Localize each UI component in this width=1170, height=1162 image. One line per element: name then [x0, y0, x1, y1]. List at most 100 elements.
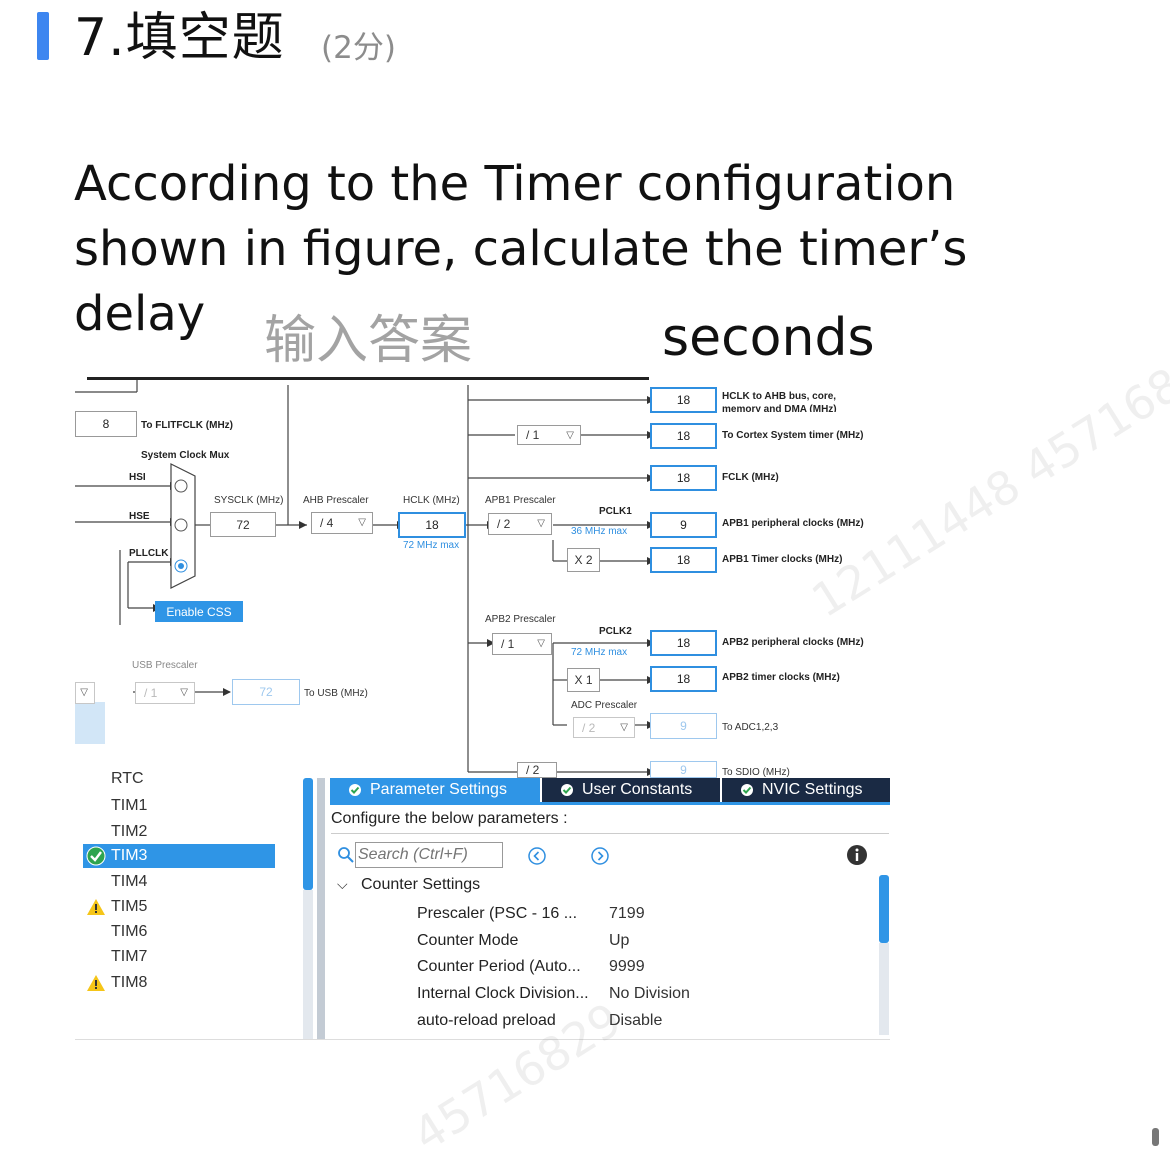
output-cortex-box[interactable]: 18 — [650, 423, 717, 449]
output-sdio-label: To SDIO (MHz) — [722, 767, 790, 778]
apb2-prescaler-select[interactable]: / 1▽ — [492, 633, 552, 655]
flitf-label: To FLITFCLK (MHz) — [141, 420, 234, 431]
tree-scrollbar[interactable] — [303, 778, 313, 890]
output-fclk-box[interactable]: 18 — [650, 465, 717, 491]
usb-out-label: To USB (MHz) — [304, 688, 368, 699]
tab-parameter-settings[interactable]: Parameter Settings — [330, 778, 540, 802]
divider — [331, 833, 889, 834]
hse-label: HSE — [129, 511, 150, 522]
warning-icon — [87, 899, 105, 915]
params-scroll-track — [879, 943, 889, 1035]
output-apb2-timer-box[interactable]: 18 — [650, 666, 717, 692]
param-name: Internal Clock Division... — [417, 985, 589, 1002]
output-cortex-label: To Cortex System timer (MHz) — [722, 430, 864, 441]
tree-item-tim3[interactable]: TIM3 — [111, 847, 148, 864]
output-apb2-peripheral-box[interactable]: 18 — [650, 630, 717, 656]
output-hclk-box[interactable]: 18 — [650, 387, 717, 413]
chevron-down-icon[interactable]: ⌵ — [337, 876, 348, 892]
hclk-label: HCLK (MHz) — [403, 495, 460, 506]
tree-item-rtc[interactable]: RTC — [111, 770, 144, 787]
search-icon — [338, 847, 354, 863]
chevron-down-icon: ▽ — [566, 430, 574, 441]
adc-prescaler-select[interactable]: / 2 ▽ — [573, 717, 635, 738]
sysclk-label: SYSCLK (MHz) — [214, 495, 284, 506]
tree-scroll-track — [303, 890, 313, 1040]
tab-nvic-settings[interactable]: NVIC Settings — [722, 778, 890, 802]
page-scrollbar[interactable] — [1152, 1128, 1159, 1146]
tree-item-tim5[interactable]: TIM5 — [111, 898, 148, 915]
question-text: According to the Timer configuration sho… — [74, 156, 968, 342]
output-apb1-peripheral-label: APB1 peripheral clocks (MHz) — [722, 518, 864, 529]
check-circle-icon — [86, 846, 106, 866]
tree-item-tim2[interactable]: TIM2 — [111, 823, 148, 840]
check-circle-icon — [349, 784, 361, 796]
ahb-prescaler-select[interactable]: / 4▽ — [311, 512, 373, 534]
sdio-divider-value: / 2 — [526, 763, 540, 777]
answer-input[interactable] — [87, 305, 649, 380]
tree-item-tim8[interactable]: TIM8 — [111, 974, 148, 991]
output-apb2-timer-label: APB2 timer clocks (MHz) — [722, 672, 840, 683]
configure-text: Configure the below parameters : — [331, 810, 568, 827]
ahb-prescaler-label: AHB Prescaler — [303, 495, 369, 506]
output-apb1-timer-box[interactable]: 18 — [650, 547, 717, 573]
panel-bottom-border — [75, 1039, 890, 1040]
pclk2-max: 72 MHz max — [571, 647, 628, 658]
param-value[interactable]: No Division — [609, 985, 690, 1002]
param-value[interactable]: 9999 — [609, 958, 645, 975]
apb1-timer-multiplier: X 2 — [567, 548, 600, 572]
pclk2-label: PCLK2 — [599, 626, 632, 637]
apb1-prescaler-select[interactable]: / 2▽ — [488, 513, 552, 535]
sdio-divider-select[interactable]: / 2 — [517, 762, 557, 778]
enable-css-button[interactable]: Enable CSS — [155, 601, 243, 622]
question-title: 7.填空题 — [74, 8, 285, 68]
tree-item-tim1[interactable]: TIM1 — [111, 797, 148, 814]
usb-prescaler-value: / 1 — [144, 686, 158, 700]
tab-user-constants[interactable]: User Constants — [542, 778, 720, 802]
adc-prescaler-value: / 2 — [582, 720, 596, 735]
param-value[interactable]: Up — [609, 932, 630, 949]
tree-item-tim7[interactable]: TIM7 — [111, 948, 148, 965]
apb2-timer-multiplier: X 1 — [567, 668, 600, 692]
next-arrow-icon[interactable] — [590, 846, 610, 866]
previous-arrow-icon[interactable] — [527, 846, 547, 866]
param-name: auto-reload preload — [417, 1012, 556, 1029]
section-counter-settings[interactable]: Counter Settings — [361, 876, 481, 893]
tab-underline — [330, 802, 890, 805]
cortex-divider-select[interactable]: / 1▽ — [517, 425, 581, 445]
question-accent-bar — [37, 12, 49, 60]
output-apb2-peripheral-label: APB2 peripheral clocks (MHz) — [722, 637, 864, 648]
apb2-prescaler-label: APB2 Prescaler — [485, 614, 556, 625]
question-score: (2分) — [321, 30, 396, 66]
pll-source-select[interactable]: ▽ — [75, 682, 95, 704]
param-value[interactable]: Disable — [609, 1012, 663, 1029]
cubemx-timer-panel: RTC TIM1 TIM2 TIM3 TIM4 TIM5 TIM6 TIM7 T… — [75, 770, 890, 1040]
output-apb1-timer-label: APB1 Timer clocks (MHz) — [722, 554, 843, 565]
output-apb1-peripheral-box[interactable]: 9 — [650, 512, 717, 538]
hclk-value-box[interactable]: 18 — [398, 512, 466, 538]
tree-item-tim4[interactable]: TIM4 — [111, 873, 148, 890]
output-adc-box: 9 — [650, 713, 717, 739]
search-input[interactable] — [355, 842, 503, 868]
flitf-value-box[interactable]: 8 — [75, 411, 137, 437]
hclk-max: 72 MHz max — [403, 540, 460, 551]
check-circle-icon — [561, 784, 573, 796]
tab-label: User Constants — [582, 781, 693, 798]
panel-divider — [317, 778, 325, 1040]
params-scrollbar[interactable] — [879, 875, 889, 943]
info-icon[interactable] — [846, 844, 868, 866]
tree-selection-highlight — [83, 844, 275, 868]
chevron-down-icon: ▽ — [358, 517, 366, 528]
pllclk-label: PLLCLK — [129, 548, 169, 559]
hsi-label: HSI — [129, 472, 146, 483]
output-sdio-box: 9 — [650, 761, 717, 778]
pclk1-max: 36 MHz max — [571, 526, 628, 537]
param-value[interactable]: 7199 — [609, 905, 645, 922]
output-hclk-label: HCLK to AHB bus, core, memory and DMA (M… — [722, 391, 837, 412]
chevron-down-icon: ▽ — [620, 722, 628, 733]
warning-icon — [87, 975, 105, 991]
mux-title: System Clock Mux — [141, 450, 230, 461]
tree-item-tim6[interactable]: TIM6 — [111, 923, 148, 940]
usb-prescaler-label: USB Prescaler — [132, 660, 198, 671]
usb-prescaler-select[interactable]: / 1▽ — [135, 682, 195, 704]
tab-label: Parameter Settings — [370, 781, 507, 798]
